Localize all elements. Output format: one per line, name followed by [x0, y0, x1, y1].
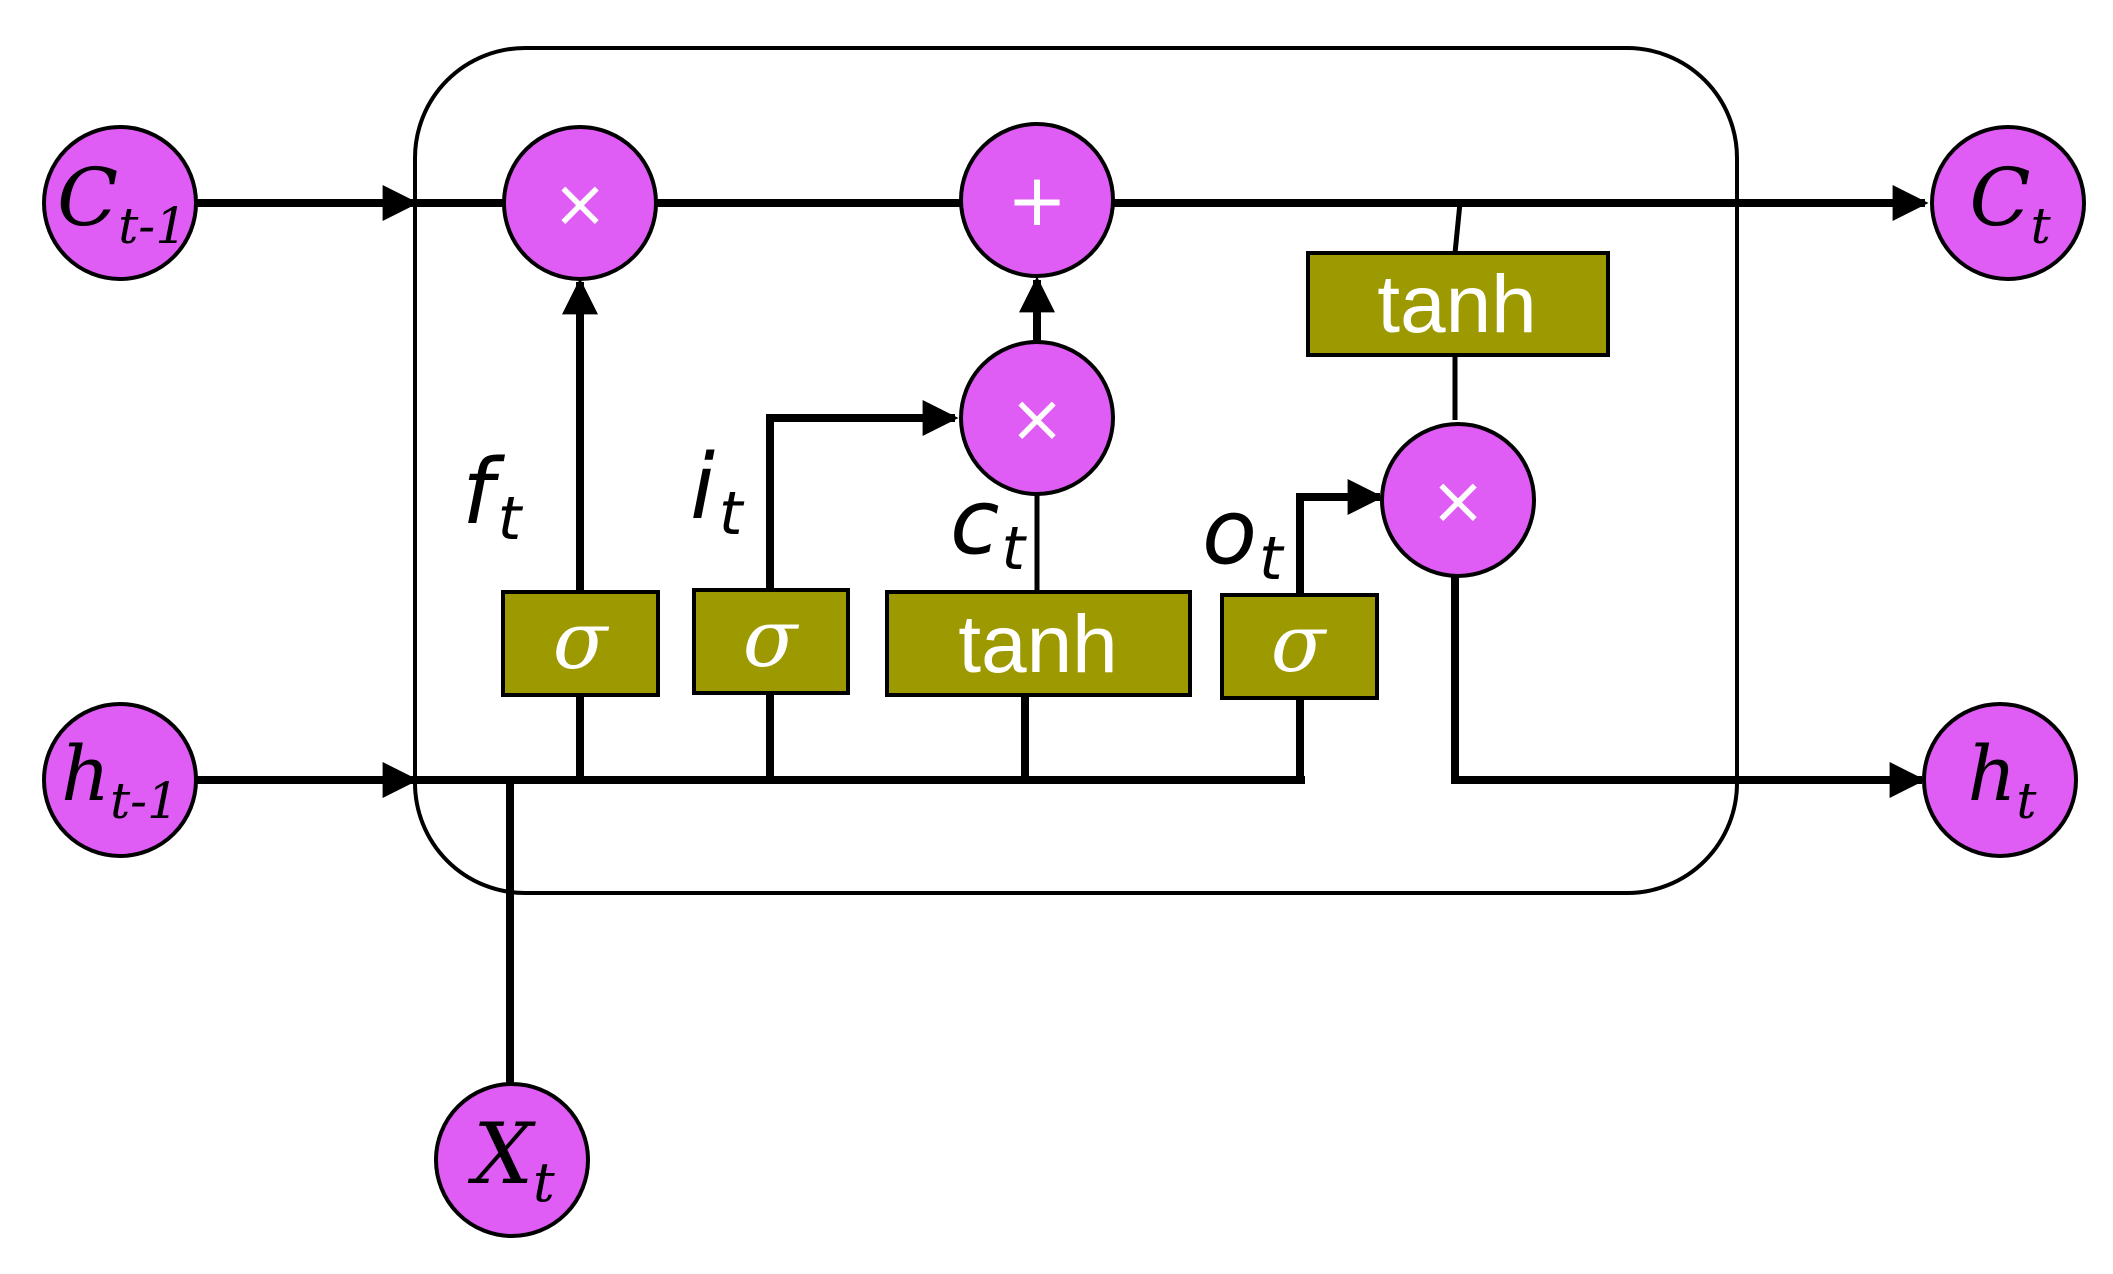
- output-label-sub: t: [1259, 524, 1285, 594]
- add-icon: +: [1007, 158, 1067, 242]
- candidate-label: ct: [950, 470, 1027, 584]
- output-gate-output-wire: [1296, 479, 1384, 593]
- forget-label-sub: t: [498, 484, 524, 554]
- candidate-label-sub: t: [1001, 514, 1027, 584]
- c-prev-sub: t-1: [118, 197, 187, 255]
- c-prev-label: Ct-1: [57, 151, 187, 255]
- cell-boundary: [413, 46, 1739, 895]
- output-label-main: o: [1202, 480, 1257, 585]
- input-multiply-node: ×: [959, 340, 1115, 496]
- input-label-main: i: [690, 435, 715, 540]
- candidate-label-main: c: [950, 470, 999, 575]
- c-next-sub: t: [2031, 197, 2052, 255]
- c-next-main: C: [1969, 151, 2030, 244]
- hidden-out-wire: [1451, 575, 1926, 798]
- multiply-icon: ×: [1009, 380, 1064, 457]
- cell-tanh-gate: tanh: [1306, 251, 1610, 357]
- h-prev-main: h: [61, 729, 110, 818]
- c-next-label: Ct: [1969, 151, 2051, 255]
- cell-add-node: +: [959, 122, 1115, 278]
- forget-sigma-symbol: σ: [553, 594, 610, 687]
- input-gate-output-wire: [766, 400, 959, 590]
- multiply-icon: ×: [552, 165, 607, 242]
- candidate-tanh-label: tanh: [958, 599, 1118, 690]
- h-next-node: ht: [1922, 702, 2078, 858]
- candidate-tanh-gate: tanh: [885, 590, 1192, 697]
- h-next-label: ht: [1967, 729, 2037, 830]
- c-next-node: Ct: [1930, 125, 2086, 281]
- output-sigma-gate: σ: [1220, 593, 1379, 700]
- input-gate-label: it: [690, 435, 745, 549]
- multiply-icon: ×: [1430, 462, 1485, 539]
- c-prev-node: Ct-1: [42, 125, 198, 281]
- cell-to-tanh-wire: [1452, 202, 1463, 254]
- x-input-node: Xt: [434, 1082, 590, 1238]
- forget-sigma-gate: σ: [501, 590, 660, 697]
- forget-gate-label: ft: [462, 440, 524, 554]
- output-multiply-node: ×: [1380, 422, 1536, 578]
- input-label-sub: t: [719, 479, 745, 549]
- h-next-sub: t: [2016, 772, 2037, 830]
- forget-multiply-node: ×: [502, 125, 658, 281]
- h-prev-node: ht-1: [42, 702, 198, 858]
- h-prev-sub: t-1: [110, 772, 179, 830]
- input-sigma-symbol: σ: [743, 592, 800, 685]
- x-input-sub: t: [533, 1151, 555, 1214]
- output-sigma-symbol: σ: [1271, 597, 1328, 690]
- x-input-label: Xt: [467, 1105, 555, 1214]
- h-next-main: h: [1967, 729, 2016, 818]
- output-gate-label: ot: [1202, 480, 1285, 594]
- x-input-main: X: [467, 1105, 536, 1203]
- h-prev-label: ht-1: [61, 729, 179, 830]
- input-sigma-gate: σ: [692, 588, 850, 695]
- cell-tanh-label: tanh: [1377, 259, 1537, 350]
- c-prev-main: C: [57, 151, 118, 244]
